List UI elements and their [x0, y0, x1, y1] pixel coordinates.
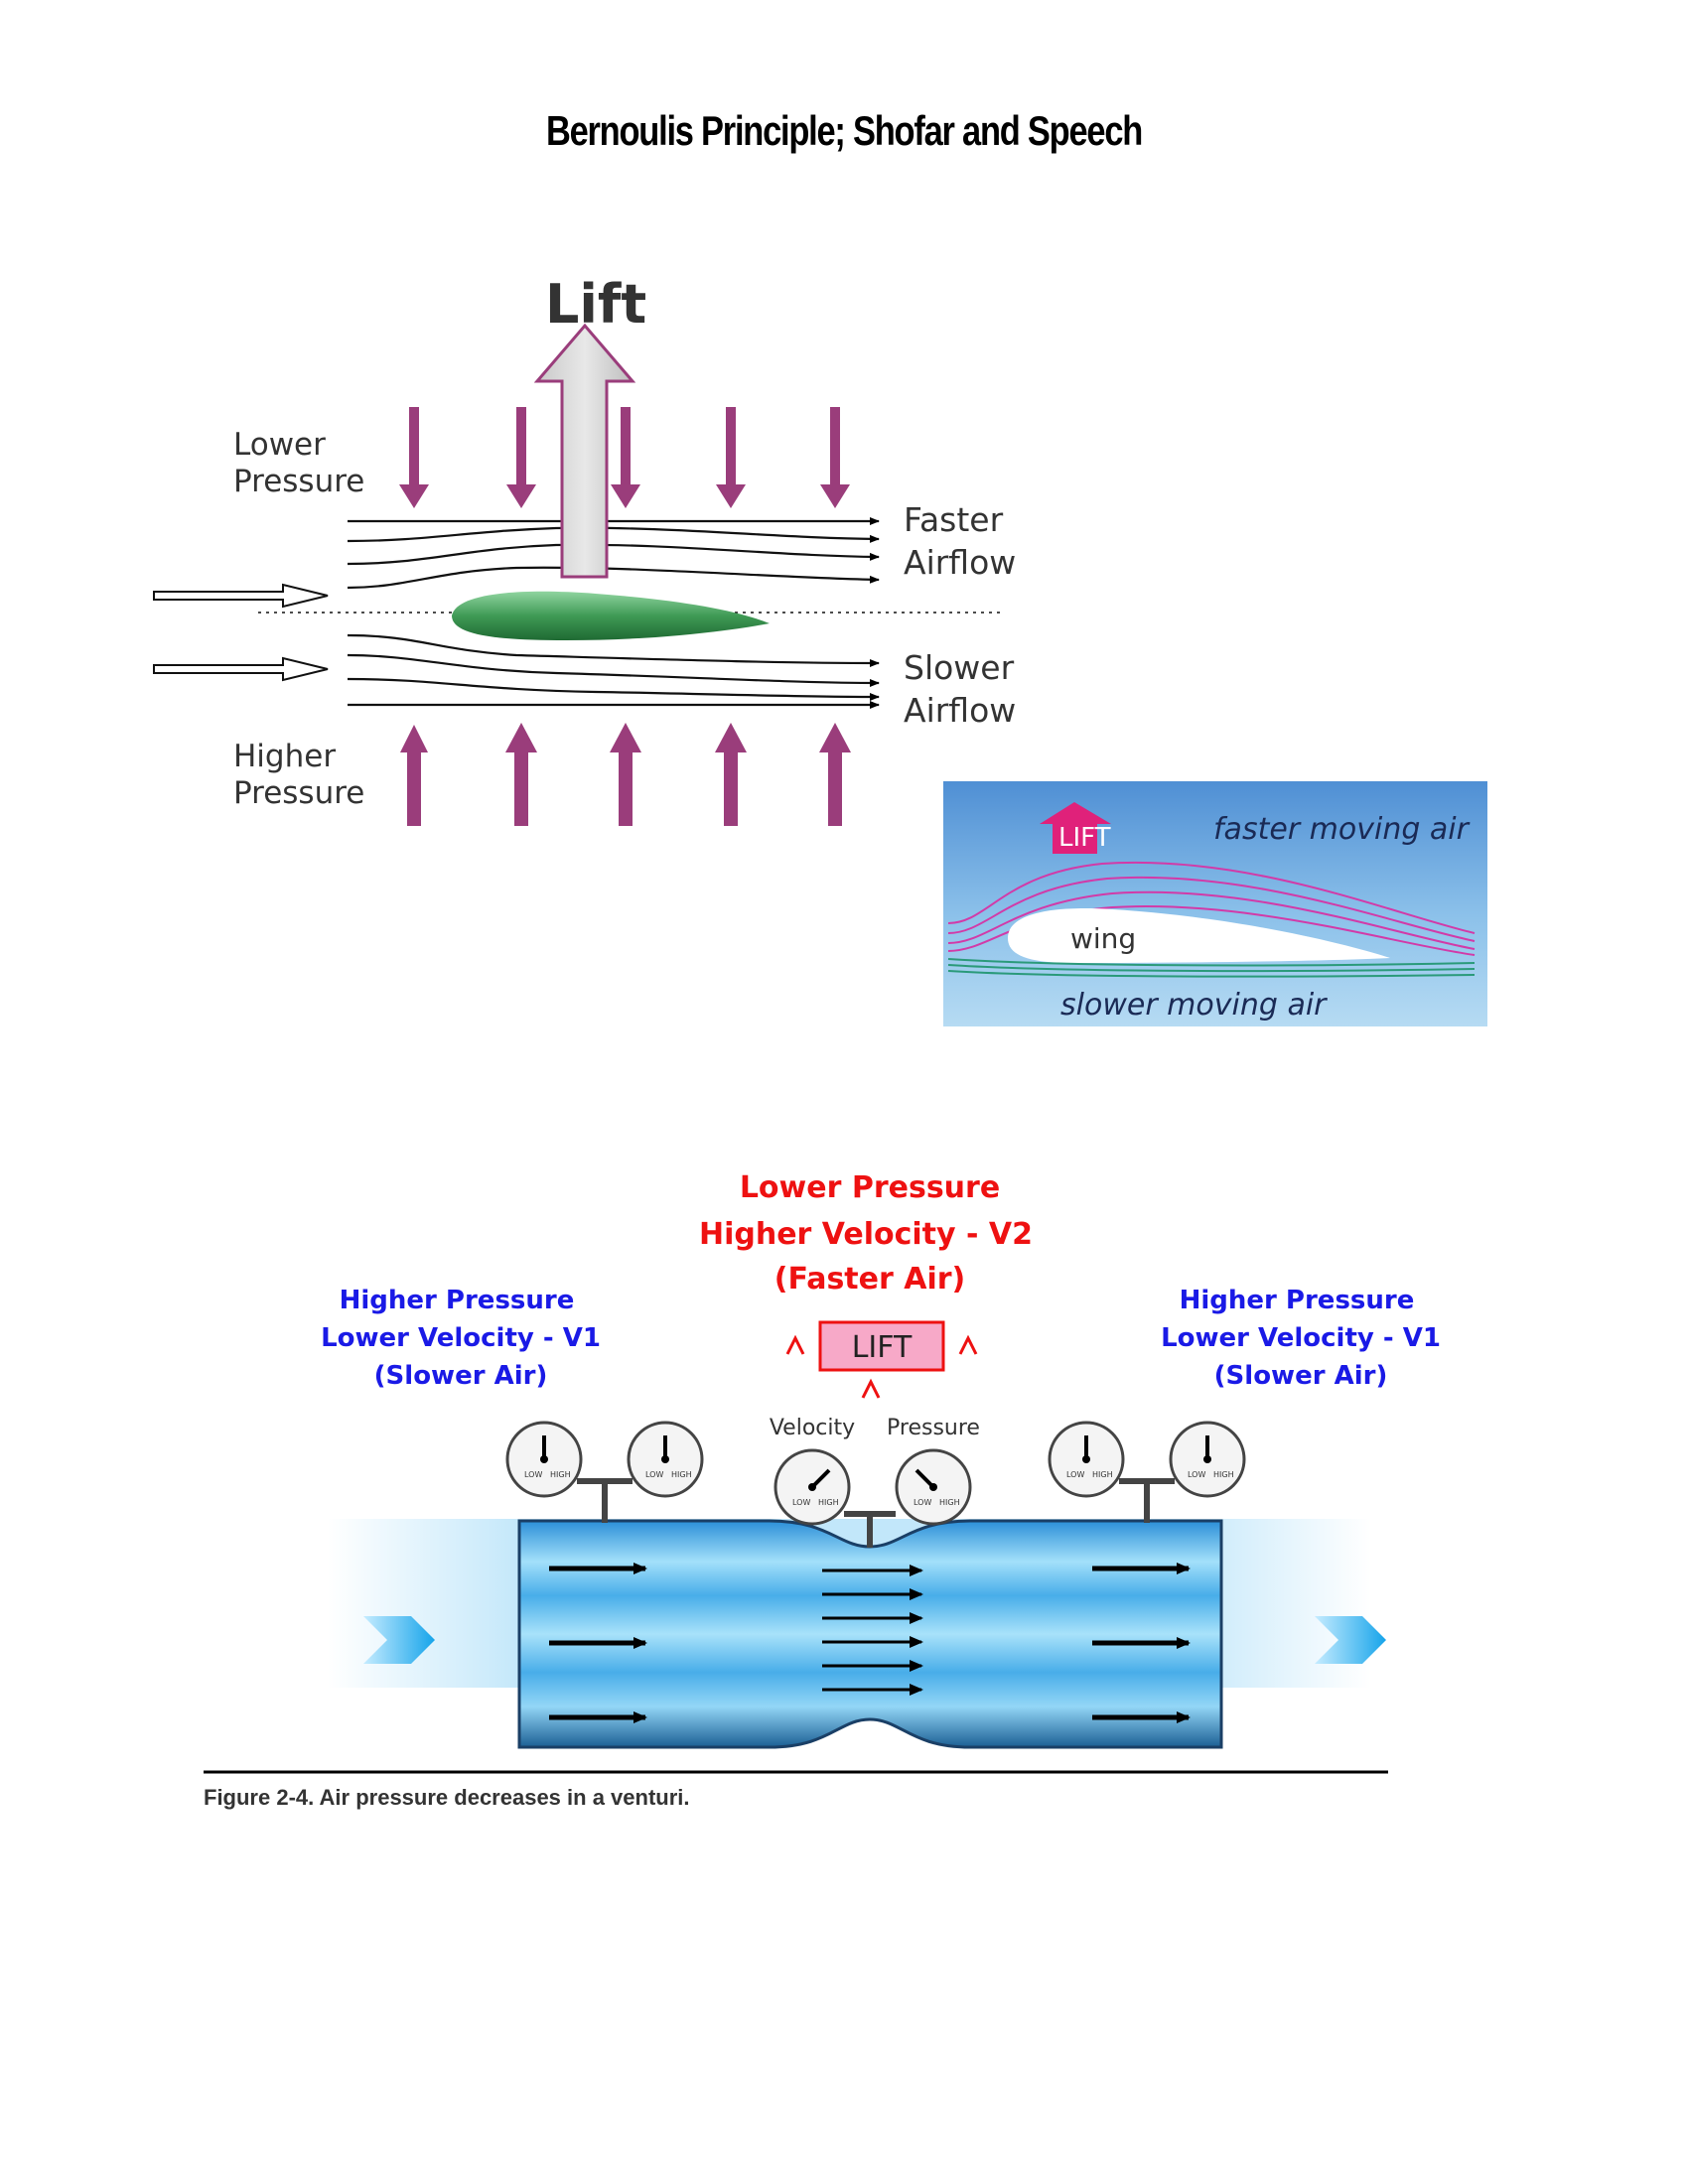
gauge-left-1-low: LOW [524, 1470, 542, 1479]
higher-pressure-label-line1: Higher [233, 739, 336, 774]
gauge-left-1: LOW HIGH [505, 1421, 583, 1498]
lift-box: LIFT [818, 1320, 945, 1372]
gauge-left-2-low: LOW [645, 1470, 663, 1479]
throat-flow-arrows [822, 1565, 923, 1696]
slower-airflow-label-line2: Airflow [904, 691, 1016, 730]
gauge-left-2: LOW HIGH [627, 1421, 704, 1498]
gauge-pressure-low: LOW [914, 1498, 931, 1507]
venturi-tube [517, 1519, 1223, 1749]
incoming-air-arrows [153, 583, 329, 682]
higher-pressure-arrows [400, 723, 851, 826]
lower-pressure-label-line1: Lower [233, 427, 326, 463]
faster-airflow-label-line1: Faster [904, 500, 1004, 539]
gauge-right-2-high: HIGH [1213, 1470, 1234, 1479]
inset-wing [1008, 908, 1390, 963]
lower-pressure-arrows [399, 407, 850, 508]
lift-arrow [533, 323, 636, 579]
inset-slower-label: slower moving air [1060, 988, 1328, 1023]
gauge-right-1: LOW HIGH [1048, 1421, 1125, 1498]
slower-airflow-label-line1: Slower [904, 648, 1015, 687]
gauge-left-2-high: HIGH [671, 1470, 692, 1479]
inset-lift-arrow [1040, 802, 1111, 854]
gauge-right-2: LOW HIGH [1169, 1421, 1246, 1498]
tube-flow-arrows [549, 1563, 1191, 1723]
gauge-pressure-high: HIGH [939, 1498, 960, 1507]
inset-lift-label: LIFT [1058, 823, 1111, 853]
inflow-arrow [363, 1616, 435, 1664]
figure-caption: Figure 2-4. Air pressure decreases in a … [204, 1785, 690, 1810]
gauge-pressure: LOW HIGH [895, 1448, 972, 1526]
right-line-3: (Slower Air) [1214, 1361, 1388, 1391]
left-line-1: Higher Pressure [340, 1286, 575, 1315]
gauge-velocity-low: LOW [792, 1498, 810, 1507]
gauge-right-1-high: HIGH [1092, 1470, 1113, 1479]
lift-box-label: LIFT [852, 1330, 913, 1365]
red-up-carets [785, 1334, 978, 1399]
gauge-right-2-low: LOW [1188, 1470, 1205, 1479]
lift-label: Lift [545, 273, 646, 336]
pressure-label: Pressure [887, 1416, 980, 1440]
gauge-velocity-high: HIGH [818, 1498, 839, 1507]
inset-wing-label: wing [1070, 922, 1136, 955]
gauge-pipes [577, 1478, 1175, 1548]
lower-pressure-label-line2: Pressure [233, 464, 364, 499]
airfoil-diagram: Lift Lower Pressure Faster Airflow Slowe… [153, 273, 1487, 1026]
left-line-3: (Slower Air) [374, 1361, 548, 1391]
inset-faster-label: faster moving air [1213, 812, 1471, 847]
airfoil-wing [452, 591, 770, 640]
gauge-left-1-high: HIGH [550, 1470, 571, 1479]
gauge-right-1-low: LOW [1066, 1470, 1084, 1479]
center-line-3: (Faster Air) [774, 1262, 965, 1297]
wing-inset: LIFT faster moving air wing slower movin… [943, 781, 1487, 1026]
higher-pressure-label-line2: Pressure [233, 775, 364, 811]
left-line-2: Lower Velocity - V1 [321, 1323, 601, 1353]
right-line-1: Higher Pressure [1180, 1286, 1415, 1315]
page-title: Bernoulis Principle; Shofar and Speech [545, 107, 1143, 154]
right-line-2: Lower Velocity - V1 [1161, 1323, 1441, 1353]
center-line-2: Higher Velocity - V2 [699, 1217, 1033, 1252]
velocity-label: Velocity [770, 1416, 855, 1440]
faster-airflow-label-line2: Airflow [904, 543, 1016, 582]
venturi-diagram: Lower Pressure Higher Velocity - V2 (Fas… [204, 1170, 1441, 1774]
outflow-arrow [1315, 1616, 1386, 1664]
center-line-1: Lower Pressure [740, 1170, 1000, 1205]
gauge-velocity: LOW HIGH [774, 1448, 851, 1526]
